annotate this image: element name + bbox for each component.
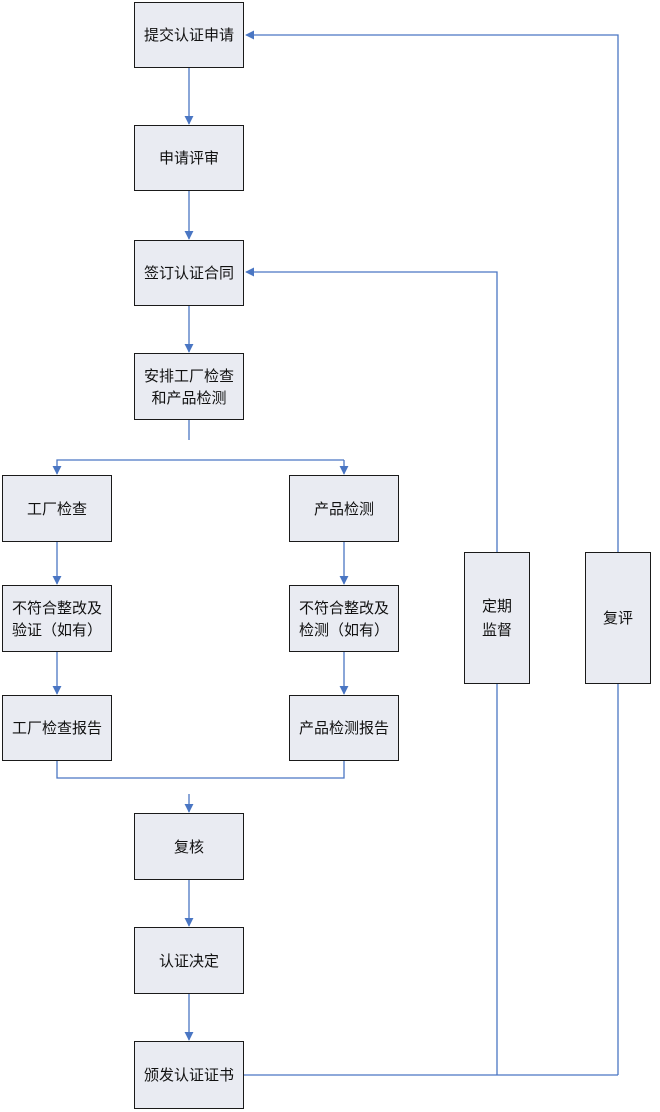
node-certification-decision: 认证决定 bbox=[134, 927, 244, 994]
node-factory-check: 工厂检查 bbox=[2, 475, 112, 542]
node-periodic-supervision: 定期 监督 bbox=[464, 552, 530, 684]
node-issue-certificate: 颁发认证证书 bbox=[134, 1041, 244, 1109]
node-application-review: 申请评审 bbox=[134, 125, 244, 191]
node-recheck: 复核 bbox=[134, 813, 244, 880]
node-product-test: 产品检测 bbox=[289, 475, 399, 542]
node-factory-report: 工厂检查报告 bbox=[2, 695, 112, 761]
connector-merge bbox=[56, 761, 345, 779]
node-factory-correction: 不符合整改及 验证（如有） bbox=[2, 585, 112, 652]
node-sign-contract: 签订认证合同 bbox=[134, 240, 244, 306]
node-product-correction: 不符合整改及 检测（如有） bbox=[289, 585, 399, 652]
arrow-supervision-to-contract bbox=[245, 267, 498, 552]
node-product-report: 产品检测报告 bbox=[289, 695, 399, 761]
arrow-split-to-factory-check bbox=[52, 459, 344, 475]
node-submit-application: 提交认证申请 bbox=[134, 2, 244, 68]
node-reevaluation: 复评 bbox=[585, 552, 651, 684]
node-arrange-inspection: 安排工厂检查 和产品检测 bbox=[134, 353, 244, 420]
arrow-reevaluation-to-submit bbox=[245, 30, 619, 552]
